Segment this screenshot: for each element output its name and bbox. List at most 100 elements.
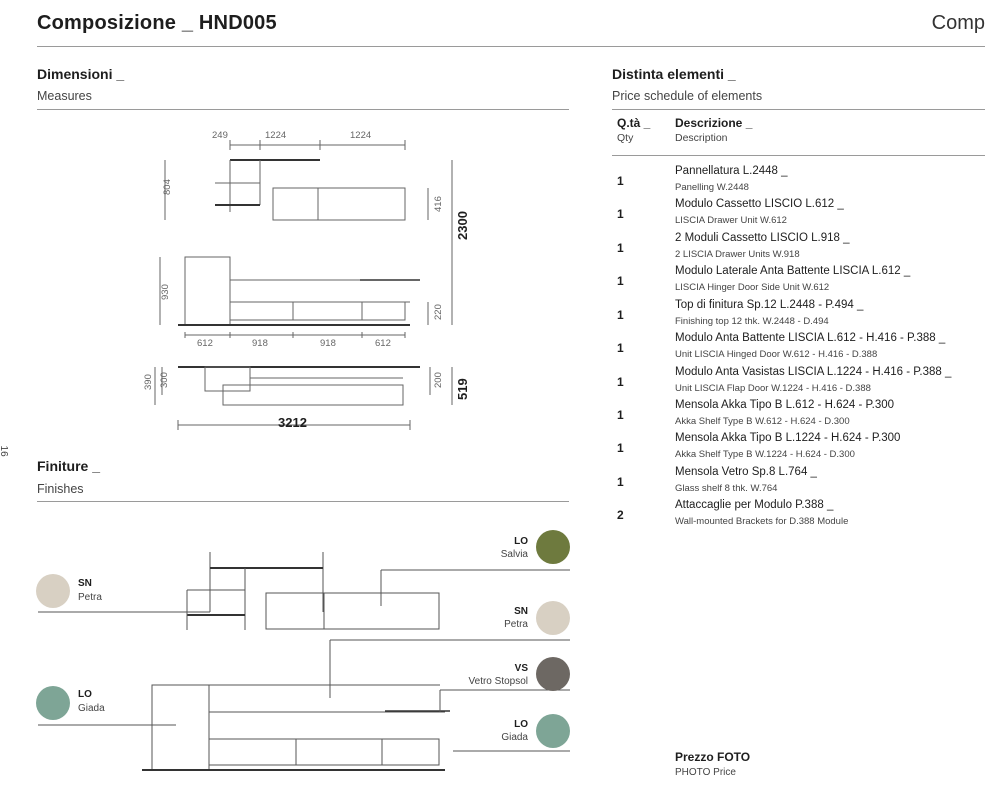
- swatch-sn-petra-left: [36, 574, 70, 608]
- swatch-code: LO: [514, 719, 528, 730]
- finishes-drawing: [38, 552, 570, 771]
- dimensions-title: Dimensioni _: [37, 66, 125, 82]
- table-row: 2 Attaccaglie per Modulo P.388 _ Wall-mo…: [612, 499, 984, 533]
- row-desc: 2 Moduli Cassetto LISCIO L.918 _: [675, 232, 850, 244]
- row-desc: Modulo Laterale Anta Battente LISCIA L.6…: [675, 265, 911, 277]
- row-desc: Top di finitura Sp.12 L.2448 - P.494 _: [675, 299, 864, 311]
- swatch-name: Petra: [504, 619, 528, 630]
- row-desc: Pannellatura L.2448 _: [675, 165, 788, 177]
- swatch-code: SN: [514, 606, 528, 617]
- row-desc-en: Panelling W.2448: [675, 182, 749, 193]
- row-desc-en: Unit LISCIA Hinged Door W.612 - H.416 - …: [675, 349, 878, 360]
- row-desc: Mensola Akka Tipo B L.1224 - H.624 - P.3…: [675, 432, 901, 444]
- swatch-name: Petra: [78, 592, 102, 603]
- row-desc-en: Akka Shelf Type B W.1224 - H.624 - D.300: [675, 449, 855, 460]
- dim-200: 200: [433, 372, 444, 388]
- row-desc-en: Glass shelf 8 thk. W.764: [675, 483, 778, 494]
- dim-2300: 2300: [455, 211, 470, 240]
- swatch-code: SN: [78, 578, 92, 589]
- row-desc: Modulo Anta Battente LISCIA L.612 - H.41…: [675, 332, 946, 344]
- swatch-code: VS: [514, 663, 528, 674]
- swatch-name: Giada: [501, 732, 528, 743]
- table-row: 1 Modulo Laterale Anta Battente LISCIA L…: [612, 265, 984, 299]
- dim-804: 804: [162, 179, 173, 195]
- elements-title: Distinta elementi _: [612, 66, 736, 82]
- dim-519: 519: [455, 378, 470, 400]
- dim-300: 300: [159, 372, 170, 388]
- finishes-subtitle: Finishes: [37, 482, 84, 496]
- dim-3212: 3212: [278, 415, 307, 430]
- dim-249: 249: [212, 130, 228, 141]
- row-qty: 1: [617, 274, 624, 288]
- dim-612-b: 612: [375, 338, 391, 349]
- table-row: 1 Modulo Anta Vasistas LISCIA L.1224 - H…: [612, 366, 984, 400]
- dim-612-a: 612: [197, 338, 213, 349]
- row-desc-en: Wall-mounted Brackets for D.388 Module: [675, 516, 849, 527]
- row-qty: 1: [617, 441, 624, 455]
- elements-divider: [612, 109, 985, 110]
- swatch-name: Salvia: [500, 549, 528, 560]
- row-qty: 1: [617, 174, 624, 188]
- row-desc: Modulo Anta Vasistas LISCIA L.1224 - H.4…: [675, 366, 952, 378]
- row-desc: Mensola Vetro Sp.8 L.764 _: [675, 466, 817, 478]
- page-title: Composizione _ HND005: [37, 12, 277, 34]
- swatch-code: LO: [78, 689, 92, 700]
- col-desc-header-en: Description: [675, 132, 728, 144]
- row-desc-en: Akka Shelf Type B W.612 - H.624 - D.300: [675, 416, 850, 427]
- row-qty: 1: [617, 475, 624, 489]
- dim-918-b: 918: [320, 338, 336, 349]
- header-divider: [37, 46, 985, 47]
- col-qty-header-en: Qty: [617, 132, 634, 144]
- row-qty: 1: [617, 308, 624, 322]
- row-desc-en: Unit LISCIA Flap Door W.1224 - H.416 - D…: [675, 383, 871, 394]
- col-qty-header: Q.tà _: [617, 116, 651, 130]
- row-desc: Modulo Cassetto LISCIO L.612 _: [675, 198, 844, 210]
- page-title-right: Comp: [931, 12, 985, 34]
- col-desc-header: Descrizione _: [675, 116, 753, 130]
- table-header-divider: [612, 155, 985, 156]
- row-qty: 1: [617, 375, 624, 389]
- elements-subtitle: Price schedule of elements: [612, 89, 763, 103]
- table-row: 1 2 Moduli Cassetto LISCIO L.918 _ 2 LIS…: [612, 232, 984, 266]
- row-desc-en: Finishing top 12 thk. W.2448 - D.494: [675, 316, 829, 327]
- dimensions-drawing: 249 1224 1224 804 416 930 220 612 918 91…: [143, 130, 470, 430]
- dim-390: 390: [143, 374, 154, 390]
- row-qty: 1: [617, 341, 624, 355]
- swatch-lo-giada-right: [536, 714, 570, 748]
- swatch-code: LO: [514, 536, 528, 547]
- swatch-vs-vetro-stopsol: [536, 657, 570, 691]
- dim-1224-a: 1224: [265, 130, 286, 141]
- dim-930: 930: [160, 284, 171, 300]
- table-row: 1 Mensola Akka Tipo B L.1224 - H.624 - P…: [612, 432, 984, 466]
- row-desc-en: LISCIA Drawer Unit W.612: [675, 215, 787, 226]
- row-desc: Mensola Akka Tipo B L.612 - H.624 - P.30…: [675, 399, 895, 411]
- price-label-en: PHOTO Price: [675, 767, 736, 778]
- finishes-divider: [37, 501, 569, 502]
- row-qty: 2: [617, 508, 624, 522]
- swatch-lo-giada-left: [36, 686, 70, 720]
- dim-416: 416: [433, 196, 444, 212]
- row-qty: 1: [617, 207, 624, 221]
- table-row: 1 Top di finitura Sp.12 L.2448 - P.494 _…: [612, 299, 984, 333]
- dimensions-divider: [37, 109, 569, 110]
- dim-1224-b: 1224: [350, 130, 371, 141]
- dimensions-subtitle: Measures: [37, 89, 92, 103]
- price-label: Prezzo FOTO: [675, 750, 751, 764]
- swatch-name: Vetro Stopsol: [468, 676, 528, 687]
- swatch-name: Giada: [78, 703, 105, 714]
- dim-220: 220: [433, 304, 444, 320]
- table-row: 1 Modulo Cassetto LISCIO L.612 _ LISCIA …: [612, 198, 984, 232]
- table-row: 1 Mensola Akka Tipo B L.612 - H.624 - P.…: [612, 399, 984, 433]
- finishes-title: Finiture _: [37, 458, 101, 474]
- dim-918-a: 918: [252, 338, 268, 349]
- row-desc-en: 2 LISCIA Drawer Units W.918: [675, 249, 800, 260]
- swatch-sn-petra-right: [536, 601, 570, 635]
- table-row: 1 Modulo Anta Battente LISCIA L.612 - H.…: [612, 332, 984, 366]
- swatch-lo-salvia: [536, 530, 570, 564]
- page-number: _16_: [0, 440, 9, 463]
- row-qty: 1: [617, 408, 624, 422]
- row-qty: 1: [617, 241, 624, 255]
- table-row: 1 Mensola Vetro Sp.8 L.764 _ Glass shelf…: [612, 466, 984, 500]
- row-desc-en: LISCIA Hinger Door Side Unit W.612: [675, 282, 830, 293]
- table-row: 1 Pannellatura L.2448 _ Panelling W.2448: [612, 165, 984, 199]
